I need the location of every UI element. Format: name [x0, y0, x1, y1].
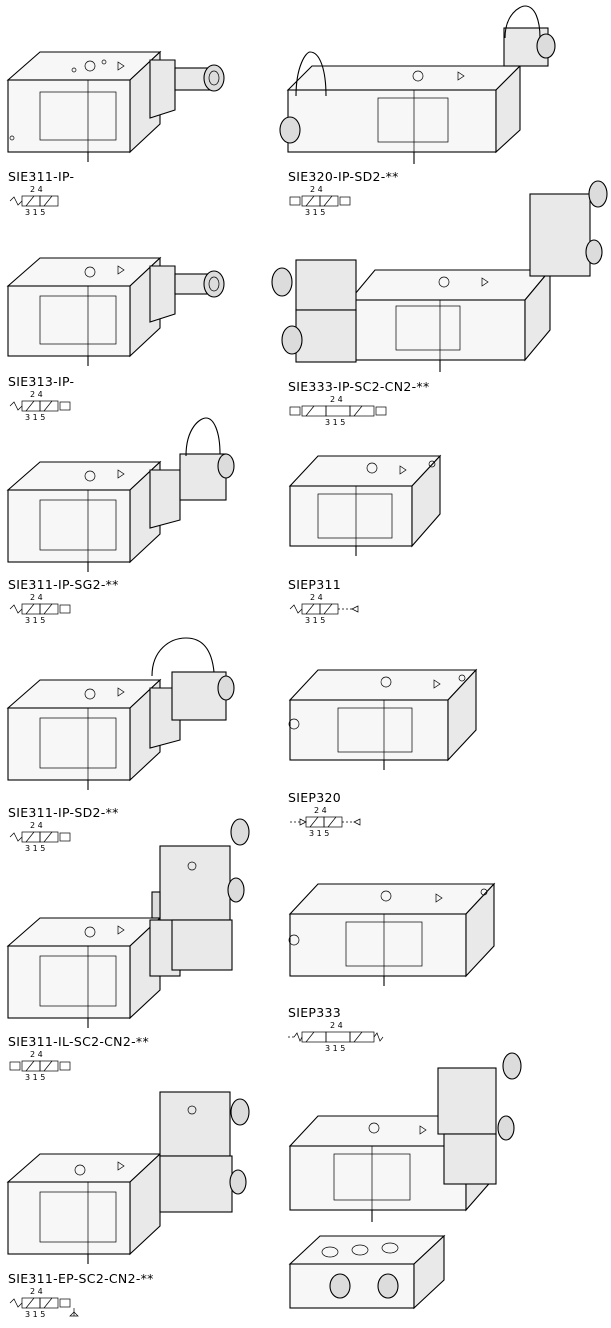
svg-text:3 1 5: 3 1 5: [25, 844, 45, 853]
svg-text:3 1 5: 3 1 5: [25, 208, 45, 217]
svg-text:2 4: 2 4: [30, 593, 43, 602]
valve-model-label: SIE311-IP-SG2-**: [8, 577, 119, 592]
svg-text:2 4: 2 4: [330, 395, 343, 404]
svg-text:2 4: 2 4: [30, 185, 43, 194]
svg-text:2 4: 2 4: [30, 390, 43, 399]
valve-symbol: 2 4 3 1 5: [289, 395, 387, 427]
valve-model-label: SIEP311: [288, 577, 342, 592]
svg-text:2 4: 2 4: [30, 1050, 43, 1059]
svg-text:3 1 5: 3 1 5: [25, 1073, 45, 1082]
svg-text:2 4: 2 4: [310, 185, 323, 194]
svg-text:2 4: 2 4: [310, 593, 323, 602]
valve-model-label: SIE333-IP-SC2-CN2-**: [288, 379, 430, 394]
svg-text:3 1 5: 3 1 5: [305, 616, 325, 625]
svg-text:2 4: 2 4: [330, 1021, 343, 1030]
valve-model-label: SIE311-IP-SD2-**: [8, 805, 119, 820]
valve-model-label: SIE311-IL-SC2-CN2-**: [8, 1034, 149, 1049]
valve-symbol: 2 4 3 1 5: [288, 1021, 384, 1053]
valve-symbol: 2 4 3 1 5: [289, 593, 359, 625]
valve-symbol: 2 4 3 1 5: [9, 1050, 71, 1082]
valve-symbol: 2 4 3 1 5: [9, 390, 71, 422]
valve-model-label: SIE313-IP-: [8, 374, 75, 389]
valve-symbol: 2 4 3 1 5: [9, 821, 71, 853]
valve-model-label: SIE320-IP-SD2-**: [288, 169, 399, 184]
valve-symbol: 2 4 3 1 5: [290, 806, 361, 838]
svg-text:3 1 5: 3 1 5: [305, 208, 325, 217]
svg-text:2 4: 2 4: [30, 821, 43, 830]
valve-model-label: SIE311-EP-SC2-CN2-**: [8, 1271, 154, 1286]
valve-model-label: SIEP333: [288, 1005, 342, 1020]
valve-symbol: 2 4 3 1 5: [9, 1287, 79, 1319]
svg-text:3 1 5: 3 1 5: [325, 1044, 345, 1053]
svg-text:3 1 5: 3 1 5: [25, 616, 45, 625]
valve-model-label: SIEP320: [288, 790, 342, 805]
valve-model-label: SIE311-IP-: [8, 169, 75, 184]
svg-text:3 1 5: 3 1 5: [25, 413, 45, 422]
svg-text:3 1 5: 3 1 5: [25, 1310, 45, 1319]
valve-symbol: 2 4 3 1 5: [9, 185, 59, 217]
svg-text:2 4: 2 4: [30, 1287, 43, 1296]
valve-symbol: 2 4 3 1 5: [9, 593, 71, 625]
svg-text:2 4: 2 4: [314, 806, 327, 815]
svg-text:3 1 5: 3 1 5: [309, 829, 329, 838]
svg-text:3 1 5: 3 1 5: [325, 418, 345, 427]
valve-symbol: 2 4 3 1 5: [289, 185, 351, 217]
